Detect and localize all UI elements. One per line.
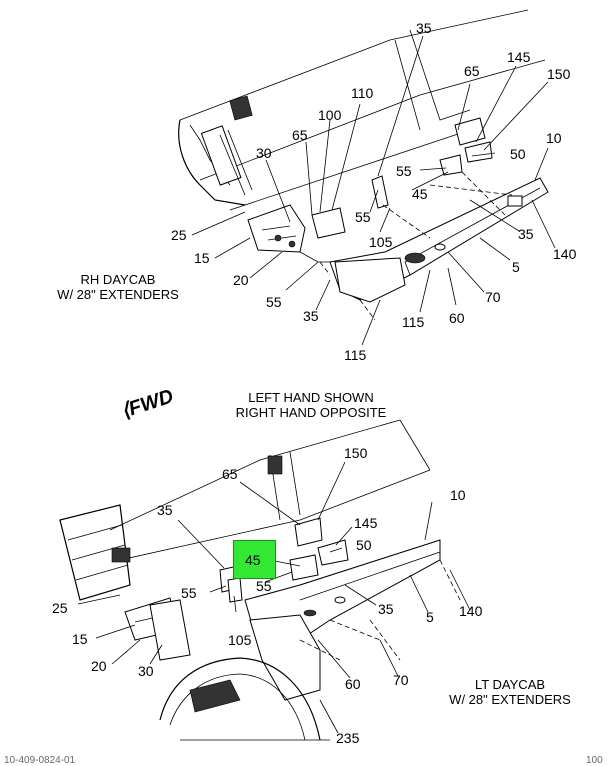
rh-caption-line1: RH DAYCAB xyxy=(80,272,156,287)
lh-caption-line1: LEFT HAND SHOWN xyxy=(248,390,374,405)
callout-35[interactable]: 35 xyxy=(303,308,319,324)
top-leaders xyxy=(191,35,556,346)
callout-70[interactable]: 70 xyxy=(393,672,409,688)
callout-115[interactable]: 115 xyxy=(402,314,425,330)
callout-110[interactable]: 110 xyxy=(351,85,374,101)
callout-15[interactable]: 15 xyxy=(194,250,210,266)
lt-caption-line1: LT DAYCAB xyxy=(474,677,546,692)
callout-35[interactable]: 35 xyxy=(416,20,432,36)
callout-5[interactable]: 5 xyxy=(426,609,434,625)
callout-105[interactable]: 105 xyxy=(228,632,252,648)
lh-caption-line2: RIGHT HAND OPPOSITE xyxy=(235,405,387,420)
callout-35[interactable]: 35 xyxy=(157,502,173,518)
callout-150[interactable]: 150 xyxy=(547,66,571,82)
callout-65[interactable]: 65 xyxy=(292,127,308,143)
callout-50[interactable]: 50 xyxy=(356,537,372,553)
callout-65[interactable]: 65 xyxy=(464,63,480,79)
top-assembly-drawing xyxy=(178,9,549,321)
callout-55[interactable]: 55 xyxy=(355,209,371,225)
callout-55[interactable]: 55 xyxy=(181,585,197,601)
callout-60[interactable]: 60 xyxy=(345,676,361,692)
callout-55[interactable]: 55 xyxy=(396,163,412,179)
bottom-assembly-drawing xyxy=(59,419,461,741)
callout-140[interactable]: 140 xyxy=(553,246,577,262)
callout-20[interactable]: 20 xyxy=(233,272,249,288)
callout-30[interactable]: 30 xyxy=(256,145,272,161)
callout-70[interactable]: 70 xyxy=(485,289,501,305)
callout-150[interactable]: 150 xyxy=(344,445,368,461)
callout-20[interactable]: 20 xyxy=(91,658,107,674)
callout-145[interactable]: 145 xyxy=(507,49,531,65)
bottom-leaders xyxy=(77,461,471,734)
callout-145[interactable]: 145 xyxy=(354,515,378,531)
callout-115[interactable]: 115 xyxy=(344,347,367,363)
rh-daycab-caption: RH DAYCAB W/ 28" EXTENDERS xyxy=(48,272,188,302)
highlighted-part-box[interactable] xyxy=(233,540,276,579)
callout-65[interactable]: 65 xyxy=(222,466,238,482)
callout-25[interactable]: 25 xyxy=(52,600,68,616)
callout-100[interactable]: 100 xyxy=(318,107,342,123)
callout-45[interactable]: 45 xyxy=(412,186,428,202)
lt-caption-line2: W/ 28" EXTENDERS xyxy=(449,692,571,707)
callout-30[interactable]: 30 xyxy=(138,663,154,679)
callout-140[interactable]: 140 xyxy=(459,603,483,619)
callout-55[interactable]: 55 xyxy=(266,294,282,310)
callout-55[interactable]: 55 xyxy=(256,578,272,594)
callout-5[interactable]: 5 xyxy=(512,259,520,275)
callout-10[interactable]: 10 xyxy=(450,487,466,503)
lh-shown-caption: LEFT HAND SHOWN RIGHT HAND OPPOSITE xyxy=(226,390,396,420)
callout-25[interactable]: 25 xyxy=(171,227,187,243)
rh-caption-line2: W/ 28" EXTENDERS xyxy=(57,287,179,302)
callout-105[interactable]: 105 xyxy=(369,234,393,250)
lt-daycab-caption: LT DAYCAB W/ 28" EXTENDERS xyxy=(440,677,580,707)
callout-45-highlighted[interactable]: 45 xyxy=(245,552,261,568)
callout-50[interactable]: 50 xyxy=(510,146,526,162)
callout-35[interactable]: 35 xyxy=(378,601,394,617)
callout-60[interactable]: 60 xyxy=(449,310,465,326)
callout-35[interactable]: 35 xyxy=(518,226,534,242)
callout-15[interactable]: 15 xyxy=(72,631,88,647)
callout-10[interactable]: 10 xyxy=(546,130,562,146)
callout-235[interactable]: 235 xyxy=(336,730,360,746)
